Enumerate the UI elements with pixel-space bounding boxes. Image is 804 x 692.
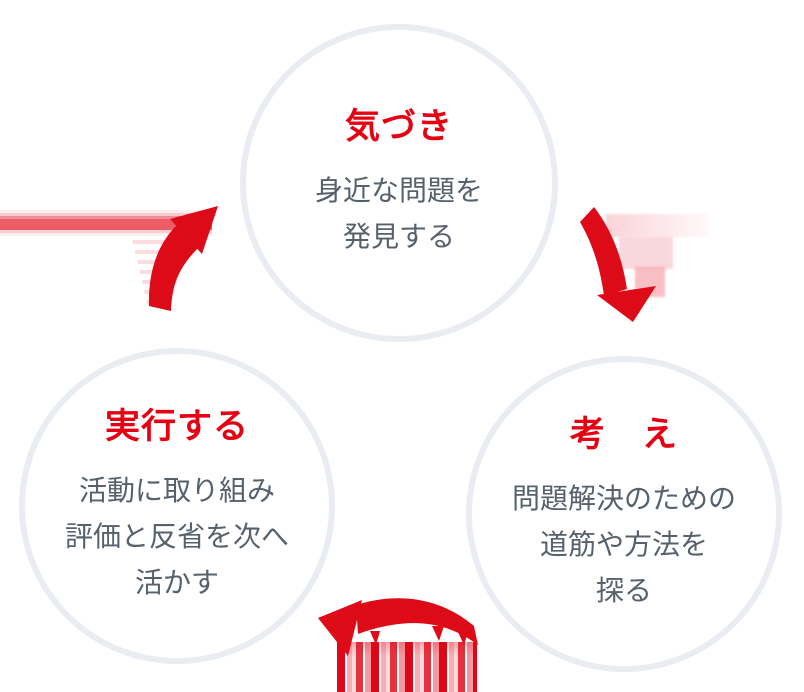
curved-arrow-down-icon [573,201,665,326]
node-action-title: 実行する [104,407,249,446]
node-action-line: 評価と反省を次へ [64,521,289,552]
cycle-node-action: 実行する 活動に取り組み 評価と反省を次へ 活かす [19,348,335,664]
node-thinking-title: 考 え [569,415,678,454]
cycle-node-thinking: 考 え 問題解決のための 道筋や方法を 探る [466,356,782,672]
curved-arrow-up-right-icon [125,193,225,318]
node-thinking-line: 探る [595,575,652,606]
node-awareness-line: 身近な問題を [314,175,483,206]
node-awareness-line: 発見する [342,221,455,252]
node-thinking-line: 道筋や方法を [539,529,708,560]
node-awareness-title: 気づき [344,107,453,146]
cycle-node-awareness: 気づき 身近な問題を 発見する [240,24,558,342]
node-action-line: 活動に取り組み [78,475,275,506]
node-action-line: 活かす [134,567,219,598]
node-thinking-line: 問題解決のための [511,483,736,514]
curved-arrow-left-icon [302,590,492,660]
